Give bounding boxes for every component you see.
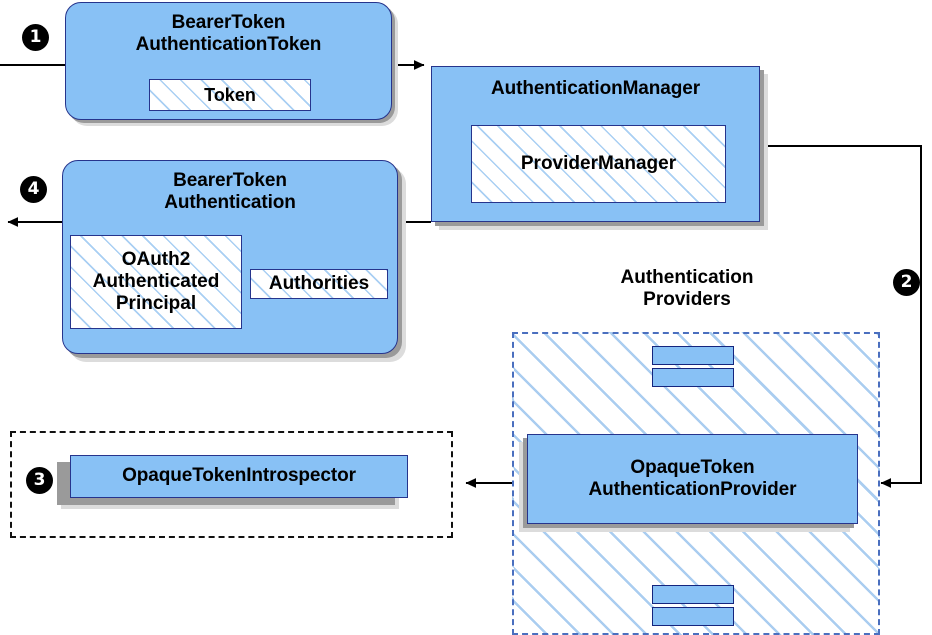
node-bearer-token-authentication-token[interactable]: BearerToken AuthenticationToken Token: [65, 2, 392, 120]
inner-token-label: Token: [204, 84, 256, 105]
provider-bar-bottom-1: [652, 585, 734, 604]
node-title: OpaqueTokenIntrospector: [122, 465, 356, 487]
node-title: AuthenticationManager: [490, 78, 701, 99]
node-box: OpaqueToken AuthenticationProvider: [527, 434, 858, 524]
provider-bar-bottom-2: [652, 607, 734, 626]
node-bearer-token-authentication[interactable]: BearerToken Authentication OAuth2 Authen…: [62, 160, 398, 354]
step-bullet-3: 3: [27, 468, 52, 493]
inner-provider-manager-label: ProviderManager: [520, 152, 677, 174]
node-box: OpaqueTokenIntrospector: [70, 455, 408, 498]
inner-authorities-label: Authorities: [268, 272, 370, 294]
inner-oauth2-authenticated-principal-label: OAuth2 Authenticated Principal: [92, 248, 220, 315]
step-bullet-2: 2: [894, 270, 919, 295]
step-bullet-1: 1: [23, 25, 48, 50]
node-opaque-token-introspector[interactable]: OpaqueTokenIntrospector: [70, 455, 408, 498]
inner-token-box: Token: [149, 79, 311, 111]
inner-authorities-box: Authorities: [250, 269, 388, 299]
provider-bar-top-1: [652, 346, 734, 365]
node-title: BearerToken Authentication: [164, 170, 296, 214]
step-bullet-4: 4: [21, 177, 46, 202]
inner-provider-manager-box: ProviderManager: [471, 125, 726, 203]
authentication-providers-label: Authentication Providers: [620, 267, 754, 311]
line-manager-to-provider: [760, 145, 922, 488]
node-opaque-token-authentication-provider[interactable]: OpaqueToken AuthenticationProvider: [527, 434, 858, 524]
node-authentication-manager[interactable]: AuthenticationManager ProviderManager: [431, 66, 760, 222]
provider-bar-top-2: [652, 368, 734, 387]
introspector-group: [10, 431, 453, 538]
inner-oauth2-authenticated-principal-box: OAuth2 Authenticated Principal: [70, 235, 242, 329]
node-title: OpaqueToken AuthenticationProvider: [588, 456, 797, 500]
node-title: BearerToken AuthenticationToken: [135, 12, 322, 56]
